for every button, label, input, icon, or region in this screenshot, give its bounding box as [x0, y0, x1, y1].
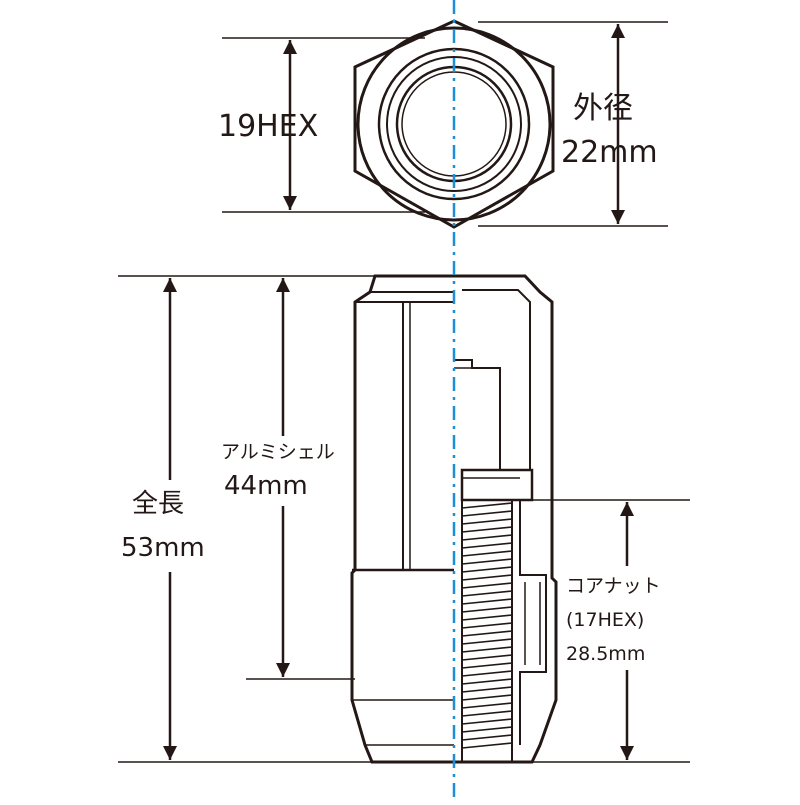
- thread-line: [461, 662, 513, 669]
- thread-line: [461, 542, 513, 549]
- core-nut-head: [460, 468, 534, 502]
- thread-line: [461, 718, 513, 725]
- thread-line: [461, 630, 513, 637]
- label-bg-shell: [218, 436, 353, 506]
- shell-right-inner-wall: [462, 289, 531, 470]
- label-core-value: 28.5mm: [566, 643, 645, 665]
- label-shell-title: アルミシェル: [221, 441, 335, 463]
- thread-line: [461, 566, 513, 573]
- thread-line: [461, 734, 513, 741]
- thread-line: [461, 726, 513, 733]
- shell-left-outline: [350, 274, 454, 764]
- label-shell-value: 44mm: [224, 471, 308, 501]
- thread-line: [461, 558, 513, 565]
- thread-line: [461, 502, 513, 509]
- thread-line: [461, 646, 513, 653]
- side-view: [118, 274, 690, 764]
- hex-outline: [353, 19, 555, 229]
- thread-line: [461, 710, 513, 717]
- thread-hatching: [461, 502, 513, 749]
- label-core-hex: (17HEX): [566, 609, 644, 631]
- label-outer-diameter-title: 外径: [573, 91, 633, 126]
- thread-line: [461, 598, 513, 605]
- label-outer-diameter-value: 22mm: [561, 135, 658, 170]
- thread-line: [461, 638, 513, 645]
- label-total-title: 全長: [132, 489, 184, 519]
- thread-line: [461, 678, 513, 685]
- thread-line: [461, 526, 513, 533]
- thread-line: [461, 606, 513, 613]
- thread-line: [461, 622, 513, 629]
- core-nut-right-wall: [519, 500, 547, 745]
- thread-line: [461, 702, 513, 709]
- thread-line: [461, 534, 513, 541]
- thread-line: [461, 686, 513, 693]
- thread-line: [461, 574, 513, 581]
- label-bg-total: [120, 480, 220, 572]
- thread-line: [461, 694, 513, 701]
- thread-line: [461, 654, 513, 661]
- thread-line: [461, 590, 513, 597]
- ring-3: [386, 56, 522, 192]
- shell-right-outline: [454, 274, 558, 764]
- label-19hex: 19HEX: [218, 109, 318, 144]
- thread-line: [461, 670, 513, 677]
- thread-line: [461, 614, 513, 621]
- thread-line: [461, 518, 513, 525]
- thread-line: [461, 582, 513, 589]
- top-recess: [454, 359, 501, 470]
- label-total-value: 53mm: [121, 533, 205, 563]
- label-core-title: コアナット: [566, 575, 661, 597]
- thread-line: [461, 550, 513, 557]
- thread-line: [461, 510, 513, 517]
- label-bg-core: [562, 566, 694, 670]
- outer-ring: [356, 26, 552, 222]
- thread-line: [461, 742, 513, 749]
